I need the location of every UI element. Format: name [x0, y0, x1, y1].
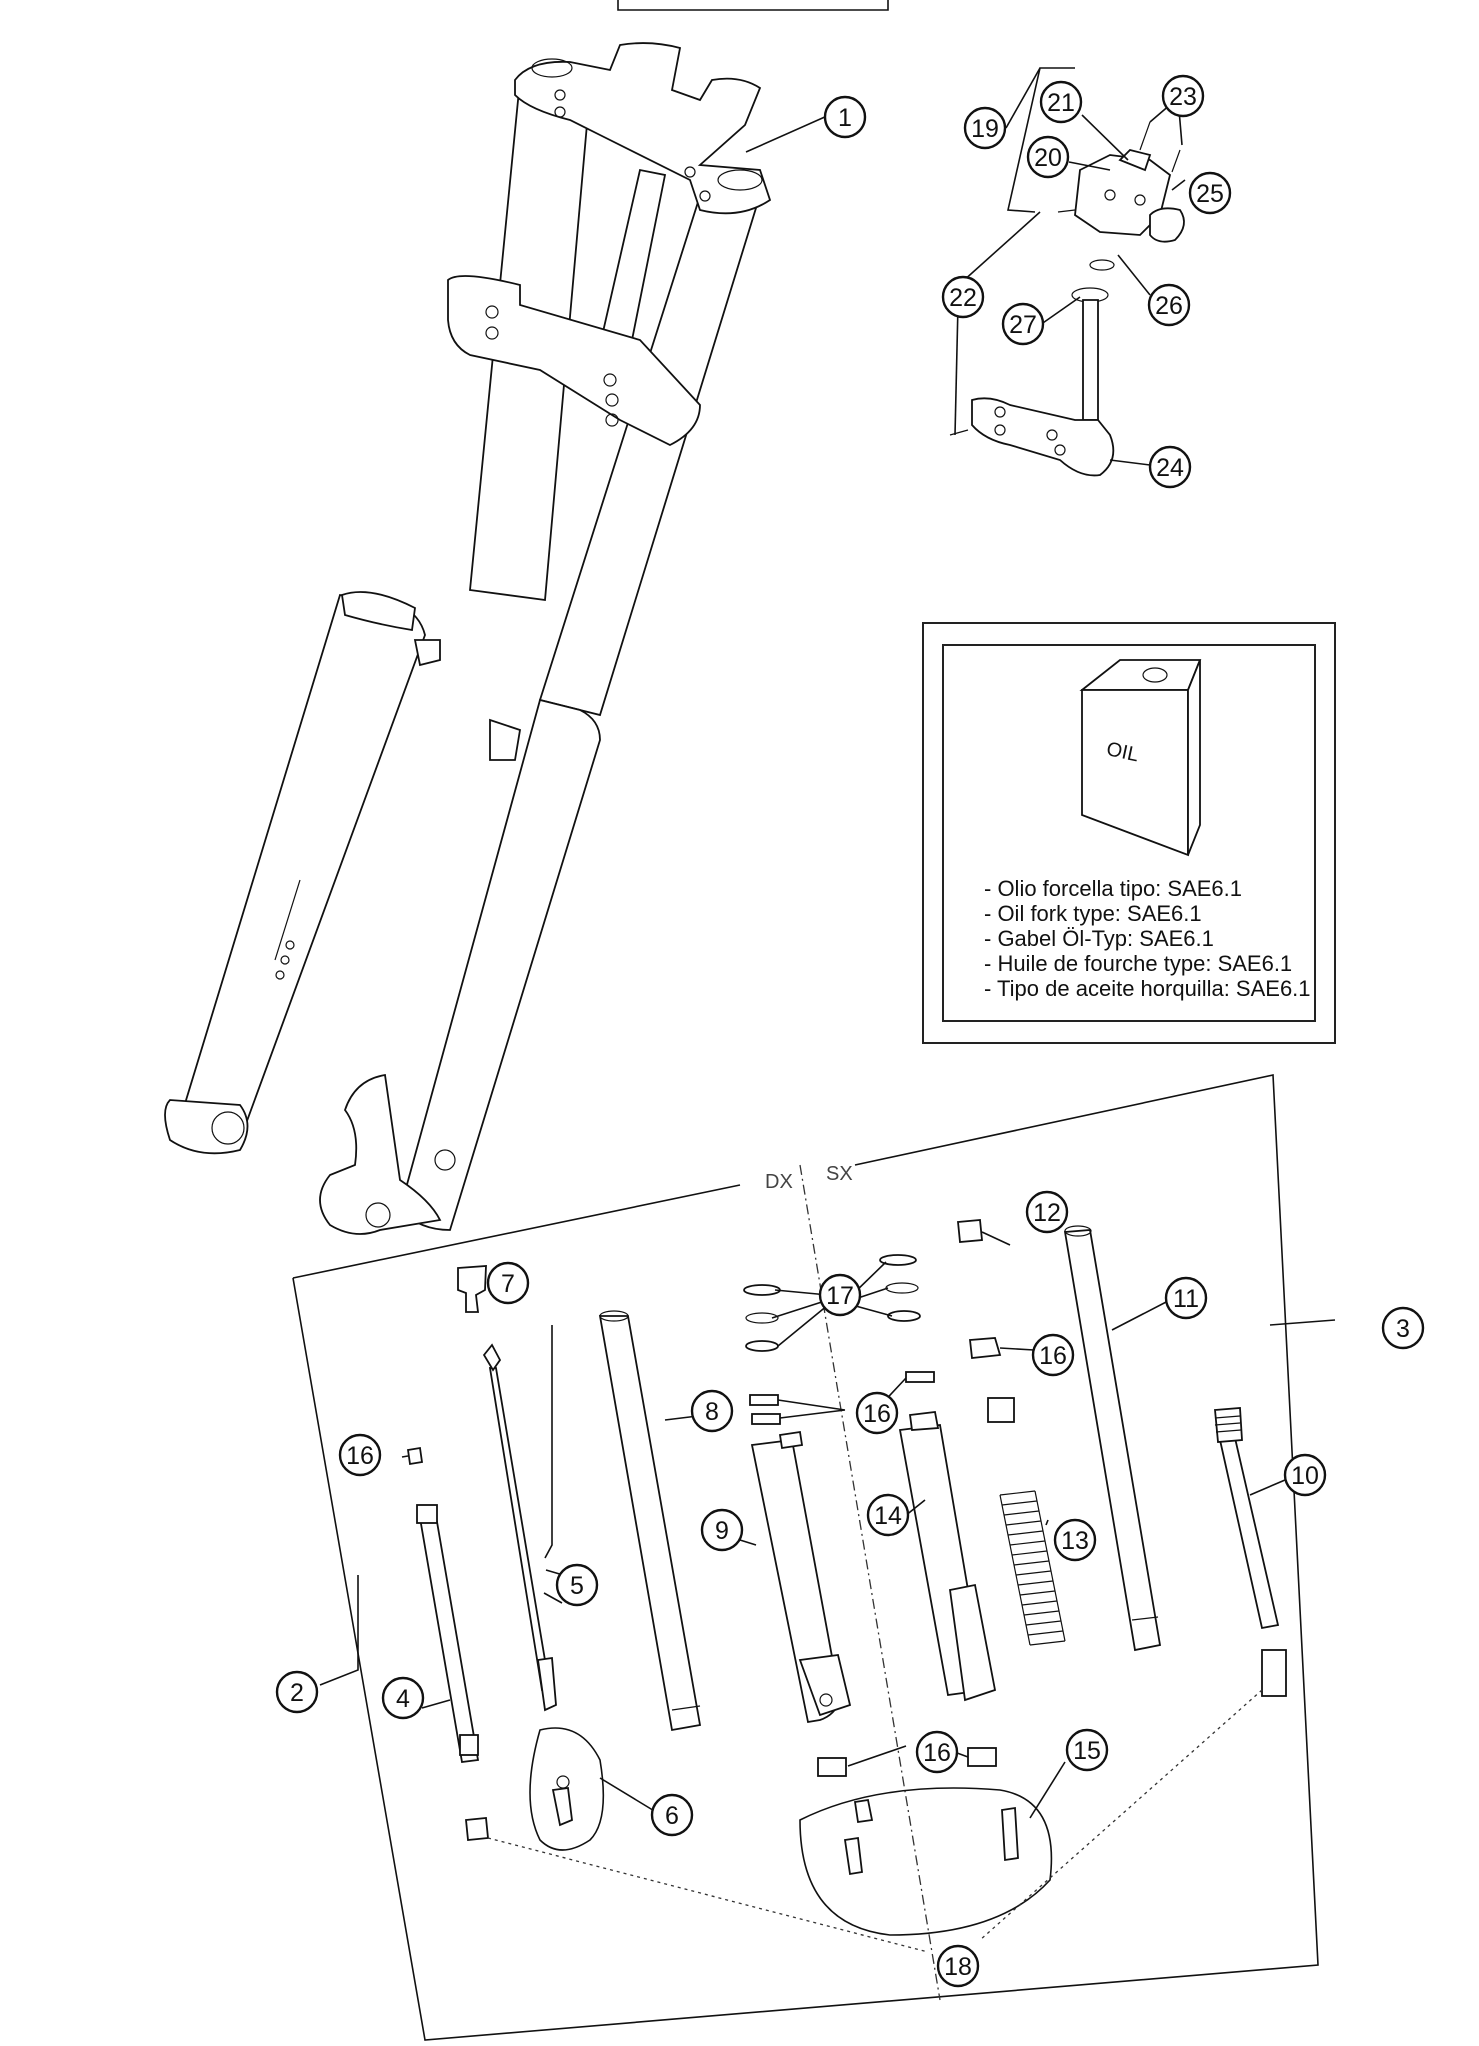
- svg-text:14: 14: [874, 1502, 902, 1530]
- callout-7: 7: [486, 1261, 530, 1305]
- side-label-sx: SX: [826, 1163, 853, 1185]
- svg-text:17: 17: [826, 1282, 854, 1310]
- svg-text:8: 8: [705, 1398, 719, 1426]
- callout-19: 19: [963, 106, 1007, 150]
- svg-text:16: 16: [923, 1739, 951, 1767]
- fork-assembly-drawing: [164, 42, 846, 1235]
- callout-17: 17: [818, 1273, 862, 1317]
- svg-text:16: 16: [346, 1442, 374, 1470]
- svg-text:26: 26: [1155, 292, 1183, 320]
- svg-text:19: 19: [971, 115, 999, 143]
- callout-4: 4: [381, 1676, 425, 1720]
- callout-16-center: 16: [855, 1391, 899, 1435]
- callout-18: 18: [936, 1944, 980, 1988]
- oil-spec-inner-frame: - Olio forcella tipo: SAE6.1 - Oil fork …: [942, 644, 1316, 1022]
- side-label-dx: DX: [765, 1171, 793, 1193]
- callout-20: 20: [1026, 135, 1070, 179]
- callout-22: 22: [941, 275, 985, 319]
- svg-text:27: 27: [1009, 311, 1037, 339]
- svg-text:24: 24: [1156, 454, 1184, 482]
- callout-16-upper-right: 16: [1031, 1333, 1075, 1377]
- callout-25: 25: [1188, 171, 1232, 215]
- svg-text:2: 2: [290, 1679, 304, 1707]
- fork-internals-exploded-view: DX SX: [292, 1074, 1336, 2041]
- callout-6: 6: [650, 1793, 694, 1837]
- callout-2: 2: [275, 1670, 319, 1714]
- oil-spec-line-es: - Tipo de aceite horquilla: SAE6.1: [984, 976, 1311, 1001]
- svg-text:25: 25: [1196, 180, 1224, 208]
- oil-spec-list: - Olio forcella tipo: SAE6.1 - Oil fork …: [984, 876, 1311, 1001]
- oil-spec-line-de: - Gabel Öl-Typ: SAE6.1: [984, 926, 1214, 951]
- callout-24: 24: [1148, 445, 1192, 489]
- svg-text:1: 1: [838, 104, 852, 132]
- callout-23: 23: [1161, 74, 1205, 118]
- svg-text:11: 11: [1173, 1285, 1199, 1313]
- oil-spec-line-en: - Oil fork type: SAE6.1: [984, 901, 1202, 926]
- callout-15: 15: [1065, 1728, 1109, 1772]
- svg-text:13: 13: [1061, 1527, 1089, 1555]
- top-frame-fragment: [617, 0, 889, 11]
- callout-9: 9: [700, 1508, 744, 1552]
- svg-text:16: 16: [1039, 1342, 1067, 1370]
- svg-text:15: 15: [1073, 1737, 1101, 1765]
- svg-text:12: 12: [1033, 1199, 1061, 1227]
- callout-8: 8: [690, 1389, 734, 1433]
- svg-text:18: 18: [944, 1953, 972, 1981]
- svg-text:16: 16: [863, 1400, 891, 1428]
- oil-spec-box: - Olio forcella tipo: SAE6.1 - Oil fork …: [922, 622, 1336, 1044]
- callout-26: 26: [1147, 283, 1191, 327]
- callout-13: 13: [1053, 1518, 1097, 1562]
- callout-14: 14: [866, 1493, 910, 1537]
- oil-spec-line-it: - Olio forcella tipo: SAE6.1: [984, 876, 1243, 901]
- svg-text:23: 23: [1169, 83, 1197, 111]
- svg-text:10: 10: [1291, 1462, 1319, 1490]
- callout-21: 21: [1039, 80, 1083, 124]
- svg-text:6: 6: [665, 1802, 679, 1830]
- callout-1: 1: [823, 95, 867, 139]
- svg-text:21: 21: [1047, 89, 1075, 117]
- callout-5: 5: [555, 1563, 599, 1607]
- callout-3: 3: [1381, 1306, 1425, 1350]
- svg-text:4: 4: [396, 1685, 410, 1713]
- callout-11: 11: [1164, 1276, 1208, 1320]
- steering-head-detail: [949, 67, 1186, 477]
- svg-text:20: 20: [1034, 144, 1062, 172]
- callout-27: 27: [1001, 302, 1045, 346]
- svg-text:3: 3: [1396, 1315, 1410, 1343]
- callout-16-left: 16: [338, 1433, 382, 1477]
- svg-text:7: 7: [501, 1270, 515, 1298]
- callout-12: 12: [1025, 1190, 1069, 1234]
- svg-text:9: 9: [715, 1517, 729, 1545]
- callout-10: 10: [1283, 1453, 1327, 1497]
- oil-spec-line-fr: - Huile de fourche type: SAE6.1: [984, 951, 1293, 976]
- svg-text:5: 5: [570, 1572, 584, 1600]
- oil-can-drawing: OIL: [1079, 659, 1202, 857]
- callout-16-lower: 16: [915, 1730, 959, 1774]
- svg-text:22: 22: [949, 284, 977, 312]
